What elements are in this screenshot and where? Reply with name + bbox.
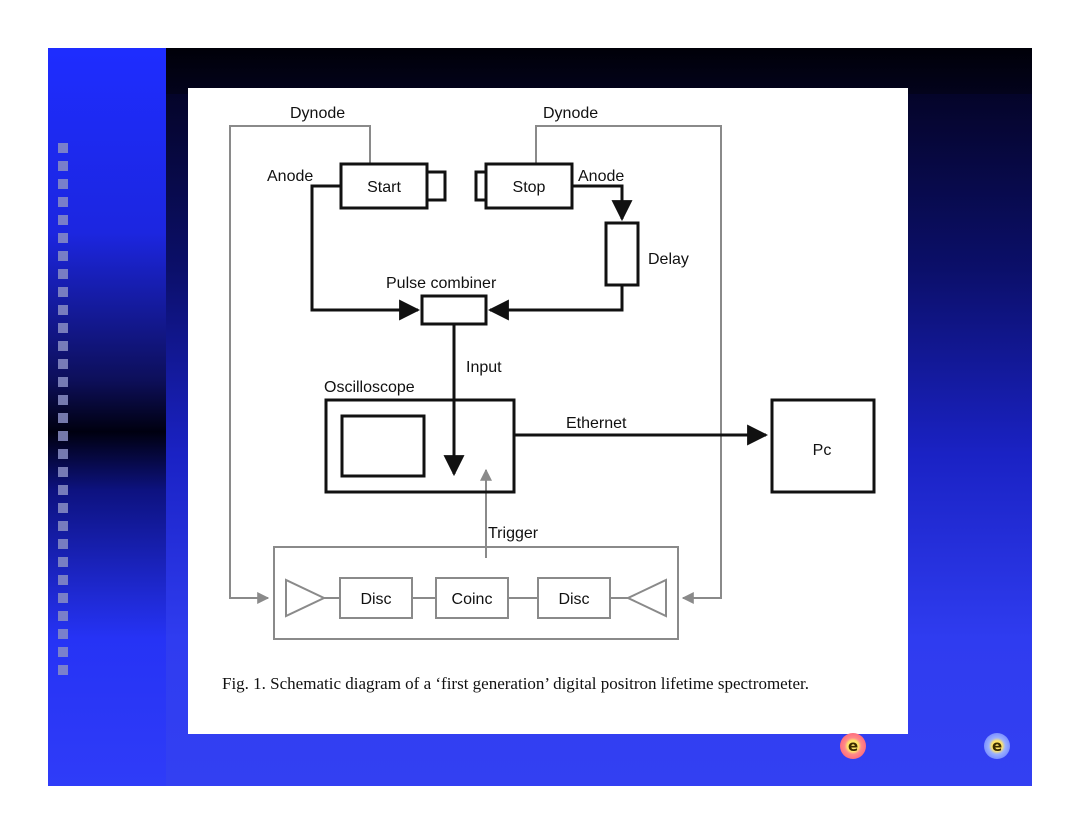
e-positron-icon[interactable]: e [840,733,866,759]
oscilloscope-label: Oscilloscope [324,379,415,396]
stop-label: Stop [513,179,546,196]
e-electron-icon[interactable]: e [984,733,1010,759]
dynode-label-left: Dynode [290,105,345,122]
disc-label-left: Disc [360,591,391,608]
pc-label: Pc [813,442,832,459]
coinc-label: Coinc [452,591,493,608]
figure-panel: Dynode Dynode Anode Anode Start Stop Del… [188,88,908,734]
disc-label-right: Disc [558,591,589,608]
pulse-combiner-box [420,294,488,326]
top-bar [166,48,1032,94]
pulse-combiner-label: Pulse combiner [386,275,497,292]
delay-label: Delay [648,251,689,268]
left-band [48,48,166,786]
delay-box [604,221,640,287]
input-label: Input [466,359,502,376]
trigger-label: Trigger [488,525,539,542]
dynode-label-right: Dynode [543,105,598,122]
figure-caption: Fig. 1. Schematic diagram of a ‘first ge… [222,674,809,693]
anode-label-left: Anode [267,168,313,185]
start-label: Start [367,179,401,196]
ethernet-label: Ethernet [566,415,627,432]
dark-wiring [310,162,876,494]
oscilloscope-box [324,398,516,494]
gray-wiring [229,125,722,640]
decorative-squares [58,143,80,683]
schematic-diagram: Dynode Dynode Anode Anode Start Stop Del… [229,105,876,640]
pc-box [770,398,876,494]
anode-label-right: Anode [578,168,624,185]
